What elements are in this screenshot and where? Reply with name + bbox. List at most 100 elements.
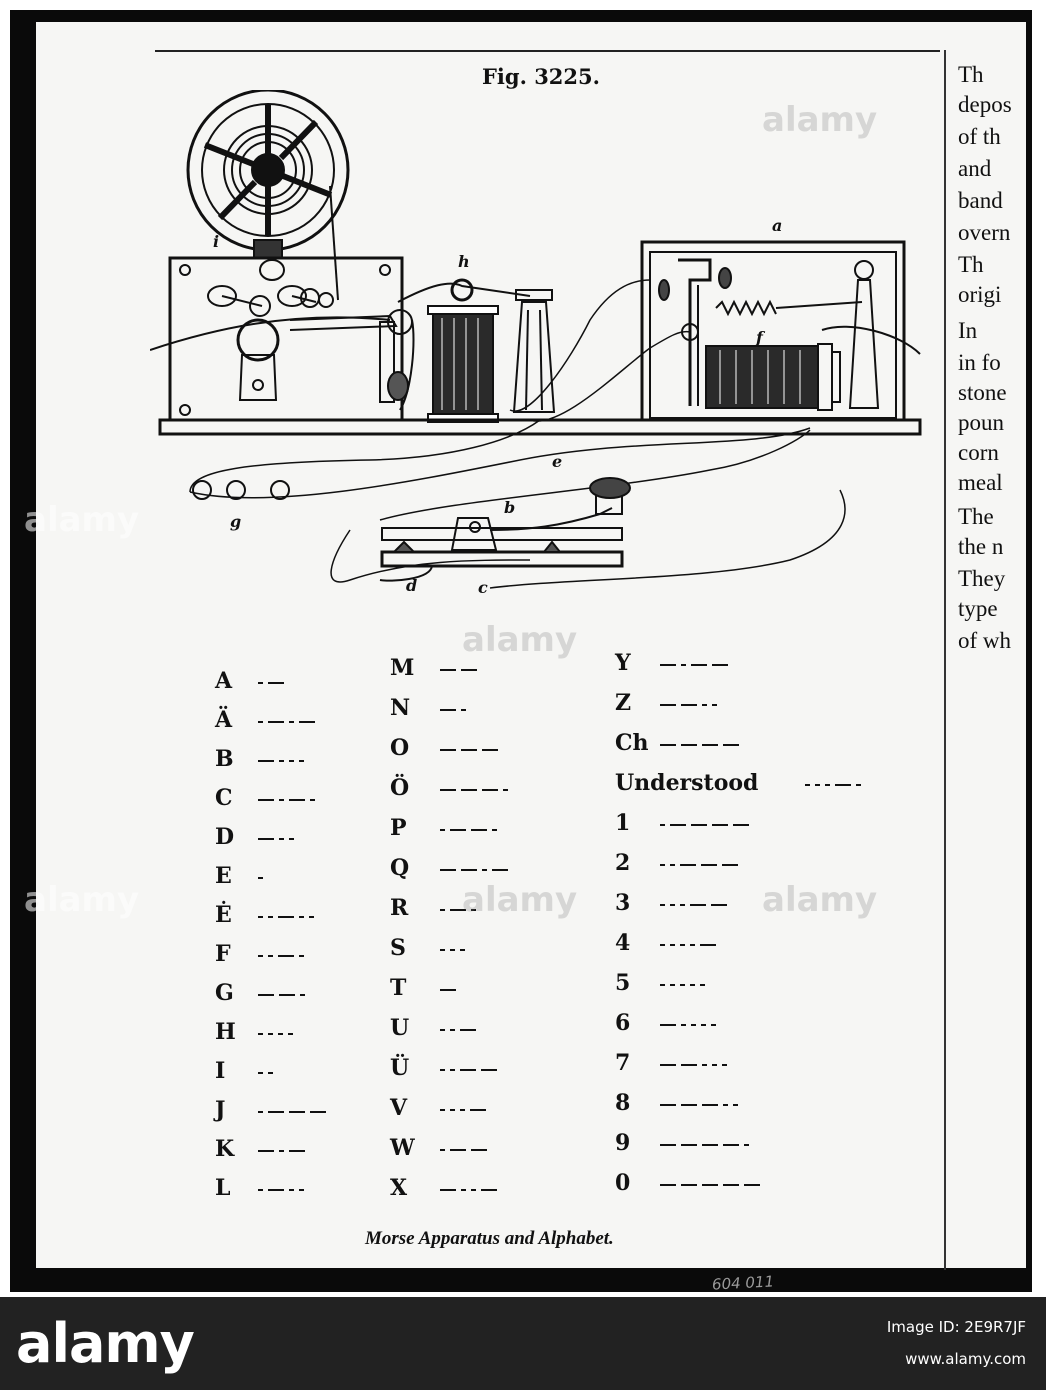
morse-dash — [440, 789, 456, 791]
morse-dot — [310, 799, 315, 801]
morse-dash — [660, 704, 676, 706]
morse-dot — [440, 949, 445, 951]
morse-dot — [440, 909, 445, 911]
morse-dot — [825, 784, 830, 786]
morse-dot — [711, 1024, 716, 1026]
stock-url: www.alamy.com — [905, 1350, 1026, 1368]
morse-dash — [470, 1109, 486, 1111]
body-text-line: They — [958, 566, 1006, 591]
part-label-f: f — [756, 328, 763, 347]
morse-dot — [258, 721, 263, 723]
morse-dot — [450, 949, 455, 951]
morse-dot — [660, 824, 665, 826]
stock-logo: alamy — [16, 1312, 195, 1375]
morse-dash — [482, 789, 498, 791]
morse-dash — [471, 829, 487, 831]
morse-dot — [503, 789, 508, 791]
morse-dot — [482, 869, 487, 871]
morse-dot — [702, 1064, 707, 1066]
morse-dot — [460, 949, 465, 951]
morse-dash — [711, 904, 727, 906]
top-rule — [155, 50, 940, 52]
morse-dot — [440, 1069, 445, 1071]
page-sheet — [36, 22, 1026, 1268]
morse-dash — [660, 664, 676, 666]
morse-dash — [461, 789, 477, 791]
morse-dash — [691, 824, 707, 826]
morse-dash — [835, 784, 851, 786]
morse-dash — [660, 1104, 676, 1106]
morse-character: Ä — [215, 707, 233, 733]
morse-dash — [440, 749, 456, 751]
morse-dot — [492, 829, 497, 831]
morse-dash — [681, 1104, 697, 1106]
stock-footer-bar — [0, 1297, 1046, 1390]
morse-dot — [268, 916, 273, 918]
screw-post — [512, 289, 556, 413]
morse-dash — [702, 744, 718, 746]
morse-character: Ch — [615, 730, 649, 756]
telegraph-key — [379, 477, 631, 582]
morse-dot — [690, 944, 695, 946]
morse-apparatus-illustration — [150, 90, 922, 589]
stock-image-id: Image ID: 2E9R7JF — [886, 1318, 1026, 1336]
morse-dash — [681, 1184, 697, 1186]
body-text-line: band — [958, 188, 1003, 213]
morse-character: Y — [615, 650, 631, 676]
morse-character: 2 — [615, 850, 631, 876]
morse-dash — [681, 1064, 697, 1066]
morse-character: Z — [615, 690, 632, 716]
morse-dot — [450, 1109, 455, 1111]
morse-dot — [471, 1189, 476, 1191]
morse-dash — [702, 1104, 718, 1106]
morse-dash — [660, 1184, 676, 1186]
morse-dot — [700, 984, 705, 986]
morse-dot — [815, 784, 820, 786]
morse-character: Understood — [615, 770, 759, 796]
morse-dash — [681, 704, 697, 706]
morse-character: 3 — [615, 890, 631, 916]
morse-dash — [700, 944, 716, 946]
morse-character: E — [215, 863, 232, 889]
morse-character: C — [215, 785, 233, 811]
part-label-c: c — [478, 578, 488, 597]
morse-dash — [278, 916, 294, 918]
morse-character: 8 — [615, 1090, 631, 1116]
morse-dot — [460, 1109, 465, 1111]
morse-dot — [300, 994, 305, 996]
morse-dot — [691, 1024, 696, 1026]
morse-dash — [450, 829, 466, 831]
morse-dash — [482, 749, 498, 751]
morse-dash — [471, 1149, 487, 1151]
morse-dot — [258, 916, 263, 918]
morse-dash — [701, 864, 717, 866]
morse-dash — [723, 1184, 739, 1186]
morse-dot — [702, 704, 707, 706]
morse-dot — [670, 984, 675, 986]
morse-character: S — [390, 935, 406, 961]
body-text-line: depos — [958, 92, 1012, 117]
morse-dot — [690, 984, 695, 986]
morse-dot — [279, 1150, 284, 1152]
morse-dot — [450, 1069, 455, 1071]
morse-dot — [660, 904, 665, 906]
morse-dash — [461, 749, 477, 751]
morse-dot — [670, 864, 675, 866]
morse-dash — [289, 799, 305, 801]
figure-title: Fig. 3225. — [482, 64, 600, 89]
morse-dash — [440, 1189, 456, 1191]
scanned-page: Fig. 3225. — [10, 10, 1032, 1294]
body-text-line: of wh — [958, 628, 1012, 653]
morse-character: L — [215, 1175, 231, 1201]
part-label-h: h — [458, 252, 470, 271]
body-text-line: type — [958, 596, 998, 621]
morse-dash — [680, 864, 696, 866]
morse-dot — [660, 984, 665, 986]
body-text-line: the n — [958, 534, 1004, 559]
part-label-i: i — [213, 232, 220, 251]
morse-dash — [722, 864, 738, 866]
morse-dash — [733, 824, 749, 826]
morse-dash — [461, 869, 477, 871]
body-text-line: meal — [958, 470, 1003, 495]
body-text-line: In — [958, 318, 978, 343]
